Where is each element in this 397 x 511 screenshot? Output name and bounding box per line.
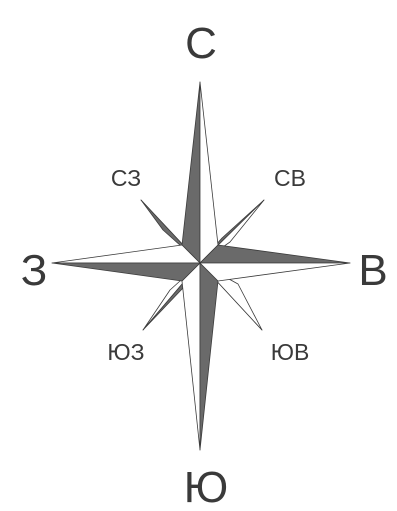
point-west (52, 245, 200, 281)
label-northwest: СЗ (111, 165, 141, 191)
label-southeast: ЮВ (271, 339, 310, 365)
label-north: С (185, 19, 217, 68)
label-east: В (358, 246, 387, 295)
point-south (182, 263, 218, 450)
point-east (200, 245, 350, 281)
point-north (182, 82, 218, 263)
label-south: Ю (184, 463, 228, 511)
cardinal-points (52, 82, 350, 450)
label-northeast: СВ (274, 165, 306, 191)
label-west: З (21, 246, 48, 295)
label-southwest: ЮЗ (107, 339, 144, 365)
